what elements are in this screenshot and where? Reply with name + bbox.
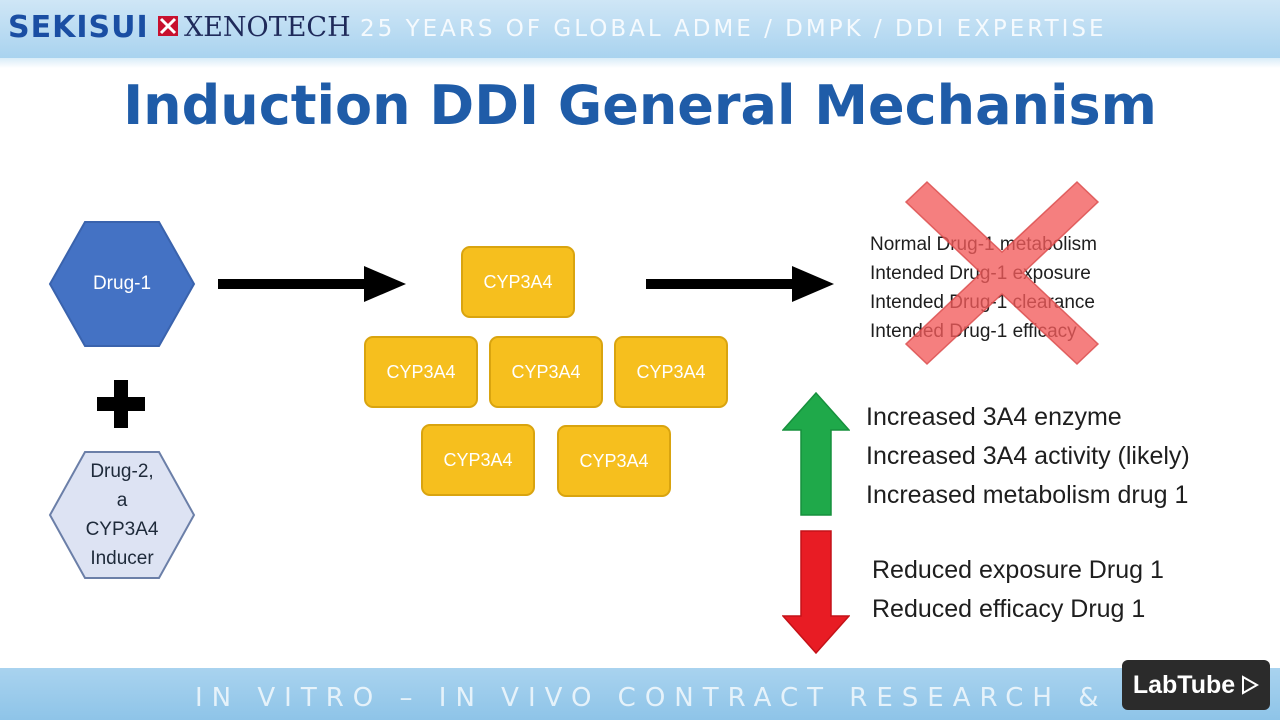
labtube-watermark[interactable]: LabTube xyxy=(1122,660,1270,710)
right-arrow-icon xyxy=(218,266,406,302)
cyp3a4-box: CYP3A4 xyxy=(557,425,671,497)
right-arrow-icon xyxy=(646,266,834,302)
cyp3a4-box: CYP3A4 xyxy=(364,336,478,408)
drug1-hexagon: Drug-1 xyxy=(48,220,196,348)
sekisui-logo: SEKISUI xyxy=(8,10,149,45)
xenotech-logo-icon xyxy=(158,16,178,36)
effect-item: Increased 3A4 activity (likely) xyxy=(866,442,1190,470)
footer-band xyxy=(0,668,1280,720)
drug2-label-line: Drug-2, xyxy=(90,461,154,482)
drug2-label-line: Inducer xyxy=(90,548,154,569)
plus-icon xyxy=(95,378,147,430)
cyp3a4-box: CYP3A4 xyxy=(421,424,535,496)
effect-item: Increased 3A4 enzyme xyxy=(866,403,1122,431)
red-down-arrow-icon xyxy=(782,530,850,654)
cyp3a4-box: CYP3A4 xyxy=(614,336,728,408)
red-cross-icon xyxy=(905,180,1100,366)
labtube-label: LabTube xyxy=(1132,670,1236,699)
drug2-hexagon: Drug-2, a CYP3A4 Inducer xyxy=(48,450,196,580)
play-icon xyxy=(1242,675,1260,695)
footer-tagline: IN VITRO – IN VIVO CONTRACT RESEARCH & T… xyxy=(195,683,1226,713)
effect-item: Reduced exposure Drug 1 xyxy=(872,556,1164,584)
header-tagline: 25 YEARS OF GLOBAL ADME / DMPK / DDI EXP… xyxy=(360,16,1107,42)
effect-item: Reduced efficacy Drug 1 xyxy=(872,595,1146,623)
reduced-effects-list: Reduced exposure Drug 1 Reduced efficacy… xyxy=(872,551,1164,629)
green-up-arrow-icon xyxy=(782,392,850,516)
slide-title: Induction DDI General Mechanism xyxy=(123,74,1157,137)
drug2-label-line: CYP3A4 xyxy=(85,519,159,540)
increased-effects-list: Increased 3A4 enzyme Increased 3A4 activ… xyxy=(866,398,1190,515)
header-band xyxy=(0,0,1280,68)
effect-item: Increased metabolism drug 1 xyxy=(866,481,1189,509)
drug2-label-line: a xyxy=(116,490,128,511)
drug1-label: Drug-1 xyxy=(92,273,152,294)
cyp3a4-box: CYP3A4 xyxy=(489,336,603,408)
cyp3a4-box: CYP3A4 xyxy=(461,246,575,318)
xenotech-logo: XENOTECH xyxy=(184,12,351,43)
